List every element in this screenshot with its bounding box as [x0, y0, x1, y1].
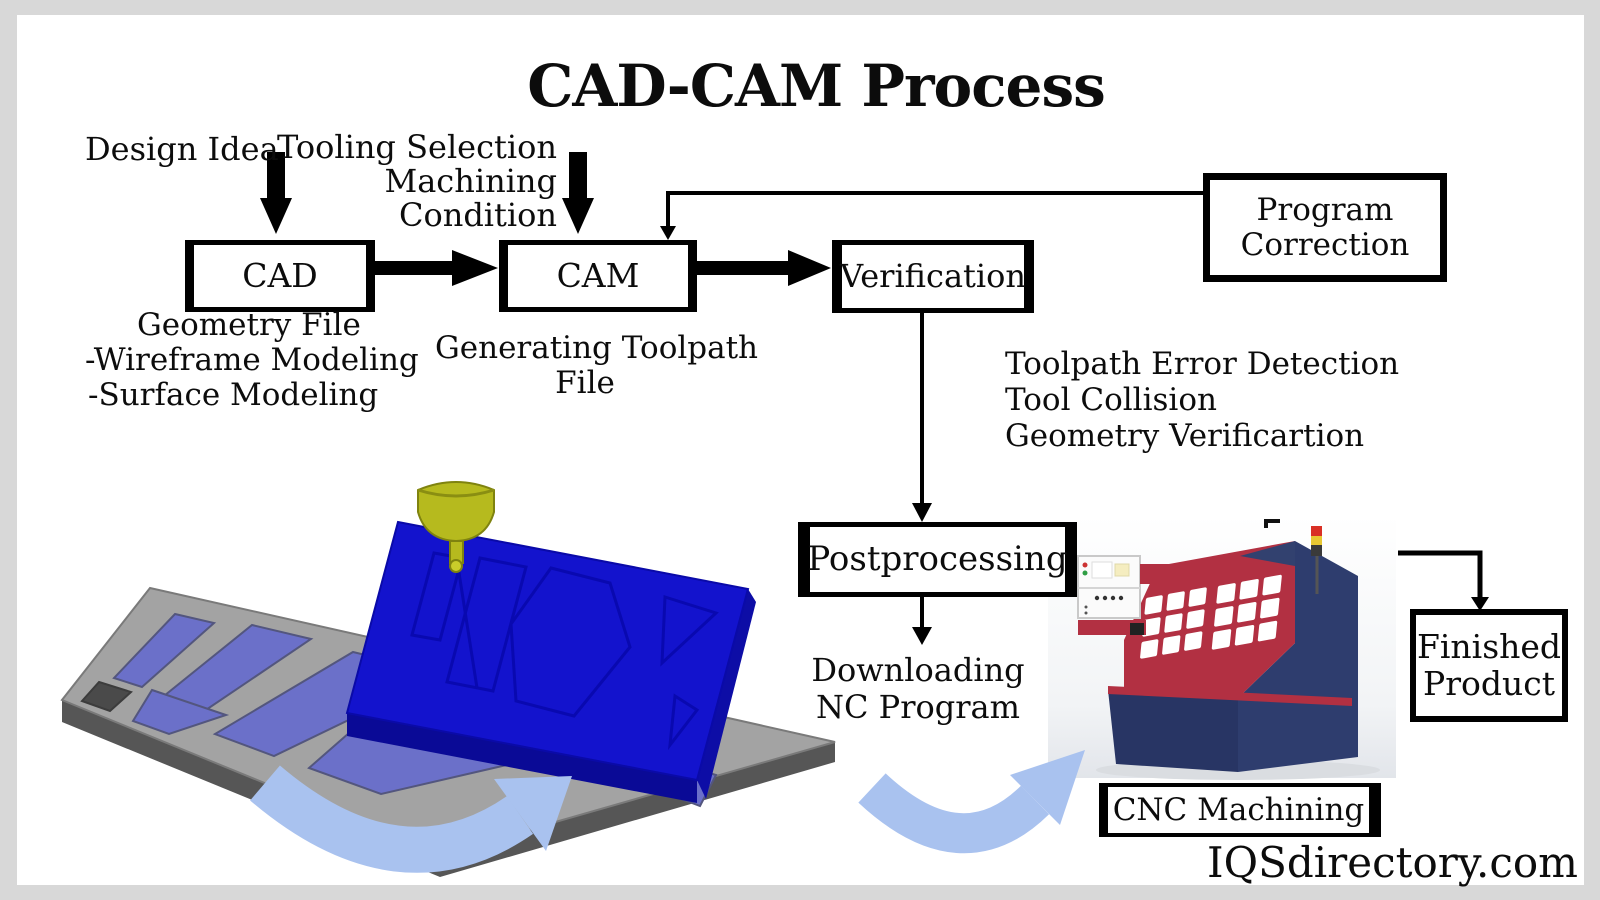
diagram-title: CAD-CAM Process: [527, 52, 1106, 120]
arrow-verification-to-postprocessing-head: [912, 503, 932, 522]
label-generating-toolpath-line1: Generating Toolpath: [435, 330, 759, 366]
machine-window-grid-left: [1140, 587, 1207, 659]
node-cad: CAD: [185, 240, 375, 312]
arrow-tooling-to-cam: [562, 152, 594, 234]
label-tooling-line2: Machining: [384, 162, 557, 200]
connector-to-finished-product: [1398, 550, 1483, 597]
label-surface-modeling: -Surface Modeling: [88, 377, 379, 413]
arrow-cam-to-verification: [679, 250, 831, 286]
connector-to-finished-product-head: [1471, 597, 1489, 611]
curved-transition-arrows: [250, 750, 1085, 873]
machine-navy-side: [1238, 541, 1358, 772]
node-verification-label: Verification: [840, 256, 1026, 295]
tool-holder-top-edge: [417, 488, 495, 498]
cam-toolpath-3d-model: [345, 520, 756, 803]
arrow-cad-to-cam: [357, 250, 498, 286]
label-tool-collision: Tool Collision: [1005, 382, 1217, 418]
node-program-correction: Program Correction: [1203, 173, 1447, 282]
curved-arrow-cad-to-cam-head: [494, 776, 572, 851]
node-cnc-machining: CNC Machining: [1099, 783, 1381, 837]
blue-part-right-face: [697, 589, 756, 799]
node-postprocessing: Postprocessing: [798, 522, 1077, 597]
panel-green-led: [1082, 570, 1088, 576]
machine-navy-roof-wedge: [1240, 541, 1295, 566]
feedback-arrowhead: [660, 226, 676, 240]
feedback-line-program-correction-to-cam: [666, 191, 1203, 226]
node-cam: CAM: [499, 240, 697, 312]
node-finished-product-line1: Finished: [1416, 626, 1562, 666]
photo-corner-mark: [1264, 519, 1280, 528]
label-downloading-line1: Downloading: [811, 651, 1025, 689]
label-tooling-line3: Condition: [398, 196, 557, 234]
blue-part-top-face: [345, 520, 750, 782]
label-generating-toolpath-line2: File: [555, 365, 615, 401]
panel-mount: [1078, 620, 1146, 635]
node-verification: Verification: [832, 240, 1034, 313]
light-tower-yellow: [1311, 536, 1322, 545]
light-tower-dark: [1311, 545, 1322, 556]
node-cad-label: CAD: [242, 255, 318, 295]
tool-ball-tip: [449, 559, 463, 573]
node-finished-product: Finished Product: [1410, 609, 1568, 722]
label-tooling-line1: Tooling Selection: [276, 128, 557, 166]
blue-part-bottom-face: [347, 713, 697, 803]
node-program-correction-line1: Program: [1256, 191, 1394, 228]
node-postprocessing-label: Postprocessing: [807, 539, 1068, 580]
control-screen: [1091, 561, 1113, 579]
machine-red-base-stripe: [1108, 686, 1352, 706]
label-geometry-file: Geometry File: [137, 307, 361, 343]
label-toolpath-error-detection: Toolpath Error Detection: [1005, 346, 1400, 382]
curved-arrow-cad-to-cam-body: [250, 765, 534, 873]
panel-red-led: [1082, 562, 1088, 568]
node-finished-product-line2: Product: [1423, 663, 1555, 703]
label-downloading-line2: NC Program: [816, 688, 1020, 726]
curved-arrow-download-to-cnc-body: [858, 773, 1050, 854]
label-wireframe-modeling: -Wireframe Modeling: [85, 342, 419, 378]
machine-navy-base: [1108, 690, 1238, 772]
milling-tool: [417, 481, 495, 573]
control-screen-small: [1114, 563, 1130, 577]
arrow-design-idea-to-cad: [260, 152, 292, 234]
tool-holder-dome: [417, 481, 495, 543]
label-downloading-nc-program: Downloading NC Program: [768, 652, 1068, 726]
light-tower-red: [1311, 526, 1322, 536]
label-geometry-verification: Geometry Verificartion: [1005, 418, 1365, 454]
label-design-idea: Design Idea: [85, 130, 279, 168]
cnc-machine-illustration: [1048, 515, 1396, 780]
arrow-postprocessing-to-download-head: [912, 627, 932, 645]
panel-knob: [1130, 623, 1144, 635]
node-cnc-machining-label: CNC Machining: [1112, 791, 1365, 828]
node-program-correction-line2: Correction: [1240, 226, 1410, 263]
watermark-iqsdirectory: IQSdirectory.com: [1207, 838, 1578, 887]
label-tooling-input: Tooling Selection Machining Condition: [260, 130, 557, 232]
node-cam-label: CAM: [556, 255, 640, 295]
label-generating-toolpath: Generating Toolpath File: [435, 330, 759, 401]
flow-arrows: [260, 152, 1489, 645]
curved-arrow-download-to-cnc-head: [1010, 750, 1085, 825]
panel-arm: [1140, 564, 1186, 584]
machine-window-grid-right: [1211, 574, 1282, 650]
